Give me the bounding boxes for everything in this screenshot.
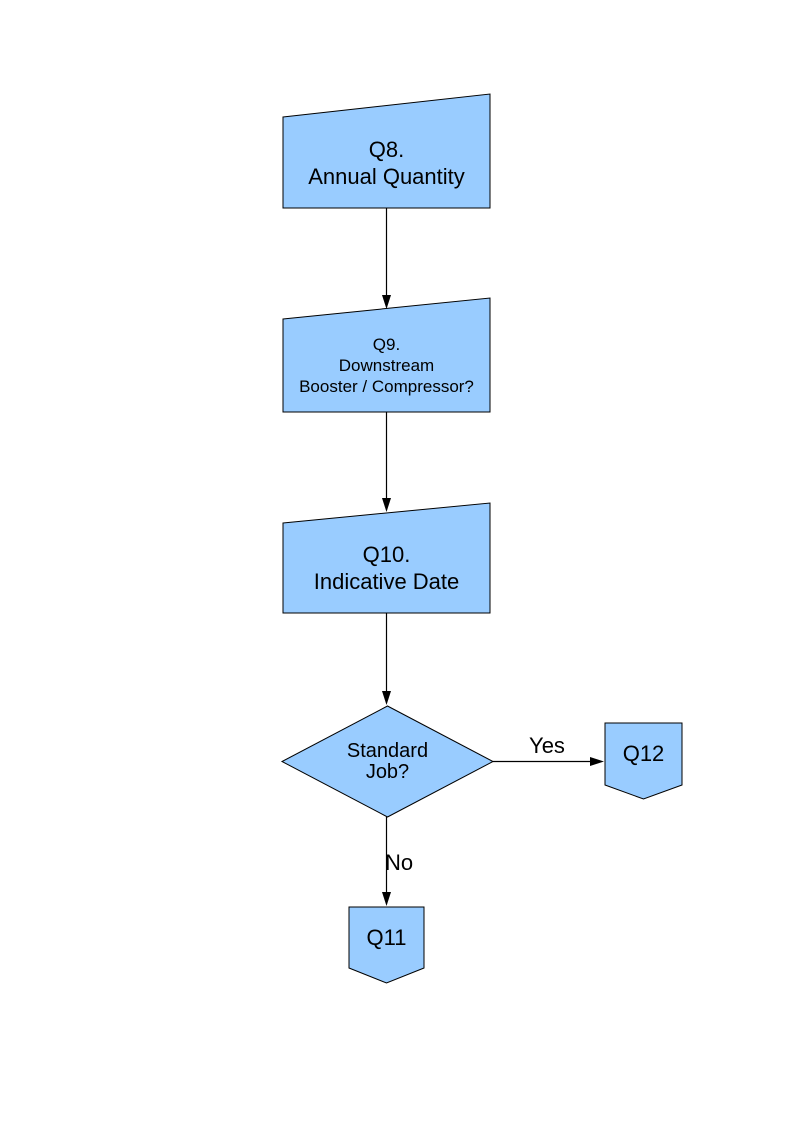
node-q11-shape	[348, 906, 425, 984]
node-q9-shape	[282, 297, 491, 413]
arrowhead-icon	[382, 691, 391, 705]
node-q10-shape	[282, 502, 491, 614]
arrowhead-icon	[382, 892, 391, 906]
node-q12-shape	[604, 722, 683, 800]
arrowhead-icon	[382, 295, 391, 309]
node-q8-shape	[282, 93, 491, 209]
node-standard-job-decision-shape	[280, 705, 495, 818]
arrowhead-icon	[590, 757, 604, 766]
arrowhead-icon	[382, 498, 391, 512]
